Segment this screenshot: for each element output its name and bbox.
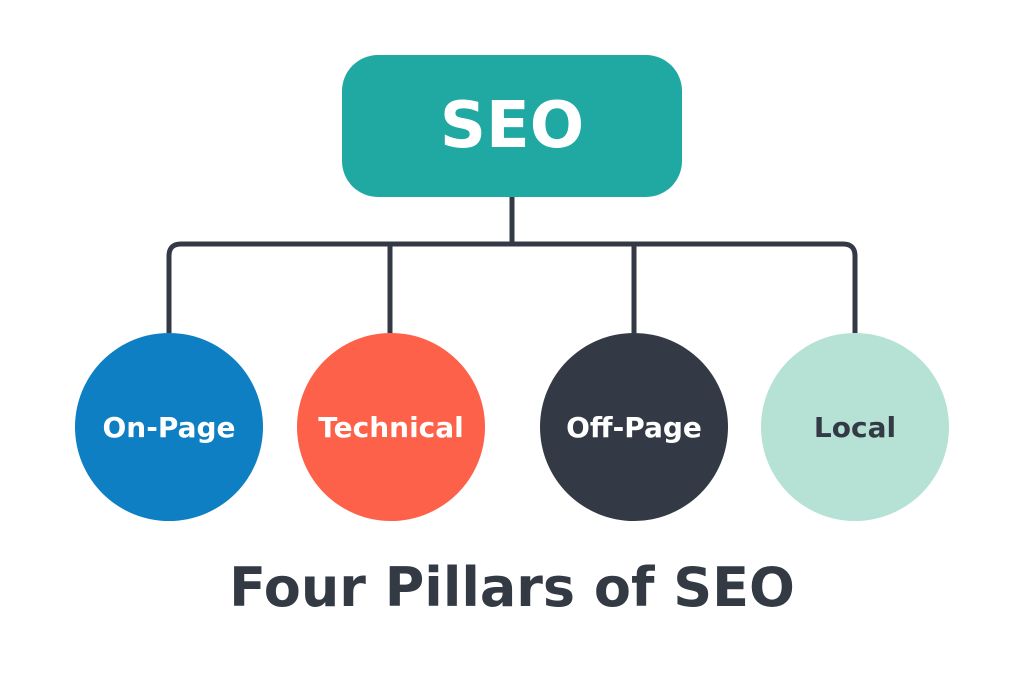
pillar-label: Off-Page	[566, 410, 702, 444]
diagram-caption: Four Pillars of SEO	[229, 556, 795, 619]
pillar-label: Technical	[318, 410, 464, 444]
pillar-label: Local	[813, 410, 897, 444]
pillar-on-page: On-Page	[75, 333, 263, 521]
pillar-technical: Technical	[297, 333, 485, 521]
connector-bus	[166, 241, 858, 333]
seo-root-node: SEO	[342, 55, 682, 197]
pillar-off-page: Off-Page	[540, 333, 728, 521]
pillar-label: On-Page	[102, 410, 236, 444]
root-label: SEO	[439, 89, 585, 163]
pillar-local: Local	[761, 333, 949, 521]
